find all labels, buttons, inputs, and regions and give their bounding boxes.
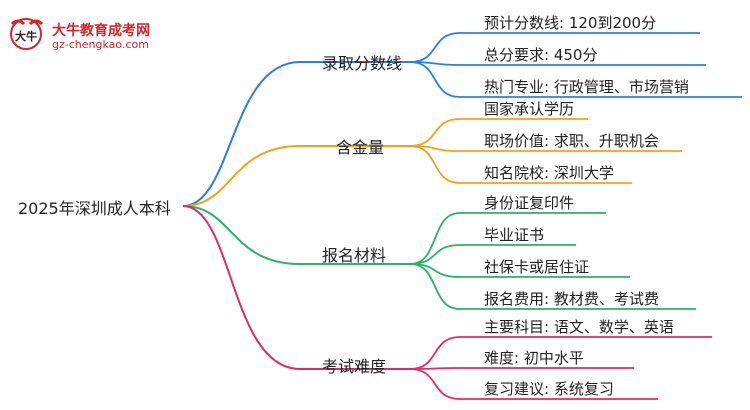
branch-4-leaf-connector <box>409 336 461 370</box>
branch-2-leaf: 国家承认学历 <box>484 100 575 118</box>
branch-4-label: 考试难度 <box>322 357 387 376</box>
logo-name: 大牛教育成考网 <box>52 23 150 39</box>
branch-3-connector <box>182 205 301 265</box>
logo-url: gz-chengkao.com <box>52 38 149 51</box>
branch-3-leaf: 社保卡或居住证 <box>484 258 590 276</box>
branch-3-leaf-connector <box>409 212 461 265</box>
branch-3-leaf: 毕业证书 <box>484 226 545 244</box>
branch-3-leaf: 身份证复印件 <box>484 194 575 212</box>
branch-2-leaf: 知名院校: 深圳大学 <box>484 164 614 182</box>
branch-2-leaf: 职场价值: 求职、升职机会 <box>484 132 659 150</box>
branch-2-leaf-connector <box>409 145 461 184</box>
branch-3-leaf-connector <box>409 244 461 265</box>
branch-2-leaf-connector <box>409 118 461 147</box>
branch-3-leaf: 报名费用: 教材费、考试费 <box>484 290 659 308</box>
branch-1-leaf: 热门专业: 行政管理、市场营销 <box>484 78 689 96</box>
branch-4-leaf: 复习建议: 系统复习 <box>484 380 614 398</box>
branch-1-label: 录取分数线 <box>322 54 403 73</box>
branch-4-leaf: 主要科目: 语文、数学、英语 <box>484 318 674 336</box>
branch-1-leaf: 预计分数线: 120到200分 <box>484 14 657 32</box>
branch-4-leaf: 难度: 初中水平 <box>484 349 584 367</box>
branch-2-label: 含金量 <box>336 138 385 157</box>
branch-1-connector <box>182 61 301 207</box>
logo-bull-icon: 大牛 <box>10 18 44 50</box>
branch-4-leaf-connector <box>409 367 461 370</box>
svg-text:大牛: 大牛 <box>15 29 37 43</box>
branch-3-leaf-connector <box>409 263 461 310</box>
logo: 大牛 <box>6 16 206 56</box>
branch-4-leaf-connector <box>409 368 461 400</box>
branch-1-leaf-connector <box>409 61 461 98</box>
branch-1-leaf-connector <box>409 32 461 63</box>
branch-1-leaf: 总分要求: 450分 <box>484 46 598 64</box>
branch-3-label: 报名材料 <box>322 246 387 265</box>
root-node: 2025年深圳成人本科 <box>18 199 171 218</box>
branch-2-connector <box>182 145 301 207</box>
branch-4-connector <box>182 205 301 370</box>
